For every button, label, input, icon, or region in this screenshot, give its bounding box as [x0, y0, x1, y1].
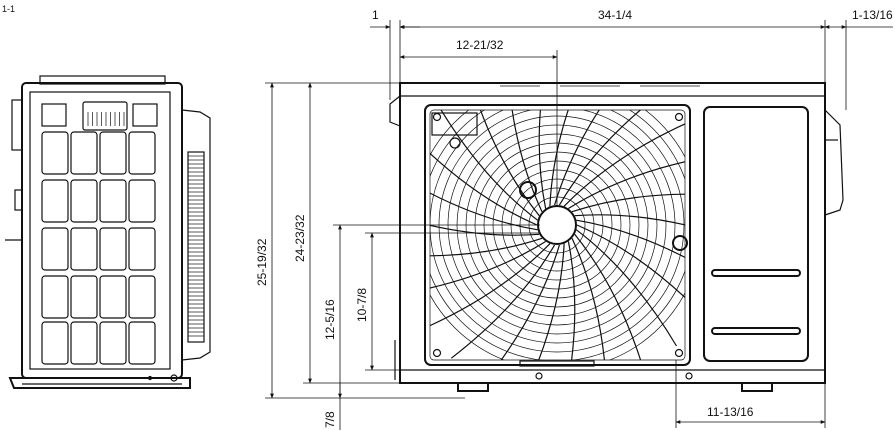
grille-cell: [128, 227, 156, 271]
side-grille: [41, 131, 156, 365]
grille-cell: [41, 227, 69, 271]
side-base: [8, 377, 191, 389]
fan-spoke: [430, 243, 551, 327]
fan-side-mark: [672, 235, 688, 251]
grille-cell: [99, 179, 127, 223]
mounting-foot-right: [741, 382, 773, 392]
side-view: [5, 75, 211, 389]
fan-guard-screw: [432, 348, 442, 358]
fan-spoke: [574, 214, 685, 226]
fan-motor-mark: [519, 181, 537, 199]
dimension-lines: [265, 20, 893, 430]
side-body: [21, 82, 183, 379]
grille-cell: [99, 131, 127, 175]
grille-cell: [70, 179, 98, 223]
side-left-port: [14, 189, 23, 211]
fan-hub: [537, 205, 577, 245]
side-fins: [188, 155, 204, 337]
fan-guard-screw: [674, 348, 684, 358]
grille-cell: [99, 275, 127, 319]
fan-guard-screw: [674, 112, 684, 122]
grille-cell: [41, 275, 69, 319]
grille-cell: [128, 321, 156, 365]
fan-spoke: [430, 192, 538, 231]
side-bolt: [170, 374, 178, 382]
service-panel: [703, 106, 809, 362]
side-top-cap: [39, 75, 166, 85]
front-left-flange: [389, 95, 401, 127]
fan-spoke: [500, 244, 560, 360]
service-panel-slot: [711, 327, 801, 335]
dim-base-offset: 7/8: [323, 411, 337, 428]
fan-spoke: [549, 110, 569, 207]
fan-spoke: [571, 193, 685, 213]
dim-fan-center-x: 12-21/32: [456, 38, 504, 52]
corner-mark: 1-1: [2, 4, 15, 14]
mounting-foot-left: [457, 382, 489, 392]
bottom-vent: [519, 360, 595, 367]
side-fin-block: [187, 151, 205, 343]
fan-spoke: [511, 110, 543, 212]
dim-overall-width: 34-1/4: [598, 8, 632, 22]
fan-spoke: [576, 229, 678, 347]
fan-spoke: [576, 219, 685, 259]
grille-cell: [41, 321, 69, 365]
fan-spoke: [567, 241, 576, 360]
base-bolt: [535, 372, 543, 380]
service-panel-slot: [711, 269, 801, 277]
fan-spoke: [430, 152, 538, 226]
fan-spoke: [574, 233, 642, 360]
dim-overall-height: 25-19/32: [255, 238, 269, 286]
fan-spoke: [563, 123, 685, 207]
fan-spoke: [558, 110, 642, 206]
grille-cell: [128, 179, 156, 223]
dim-body-height: 24-23/32: [293, 214, 307, 262]
grille-cell: [70, 227, 98, 271]
fan-spoke: [538, 243, 565, 360]
fan-spoke: [450, 244, 556, 359]
fan-spoke: [576, 224, 685, 299]
grille-cell: [70, 275, 98, 319]
fan-spoke: [440, 110, 538, 221]
side-left-tab: [11, 99, 23, 151]
fan-spoke: [430, 224, 540, 236]
dim-mount-height: 10-7/8: [355, 288, 369, 322]
valve-bracket: [824, 109, 844, 216]
grille-cell: [99, 321, 127, 365]
side-handle-slots: [87, 112, 125, 126]
dim-foot-spacing: 11-13/16: [707, 405, 754, 419]
grille-cell: [99, 227, 127, 271]
fan-spoke: [538, 110, 547, 209]
side-top-panel-right: [132, 103, 158, 127]
side-screw: [147, 375, 153, 381]
dim-fan-center-height: 12-5/16: [323, 299, 337, 340]
fan-spoke: [479, 110, 540, 217]
grille-cell: [128, 131, 156, 175]
side-top-panel-left: [41, 103, 67, 127]
side-handle: [82, 101, 128, 131]
side-fan-guard: [181, 109, 211, 361]
fan-spoke: [430, 237, 543, 257]
fan-guard-frame: [424, 104, 691, 366]
grille-cell: [41, 179, 69, 223]
fan-spoke: [571, 238, 606, 360]
fan-spoke: [430, 240, 546, 289]
grille-cell: [128, 275, 156, 319]
fan-guard-inner: [429, 109, 686, 361]
dim-left-flange: 1: [372, 8, 379, 22]
base-bolt: [685, 372, 693, 380]
grille-cell: [41, 131, 69, 175]
grille-cell: [70, 131, 98, 175]
side-inner-frame: [29, 91, 171, 370]
grille-cell: [70, 321, 98, 365]
fan-spoke: [554, 110, 600, 206]
fan-spoke: [568, 161, 685, 210]
dim-right-extension: 1-13/16: [852, 8, 893, 22]
fan-guard-screw: [432, 112, 442, 122]
label-plate: [431, 112, 478, 136]
